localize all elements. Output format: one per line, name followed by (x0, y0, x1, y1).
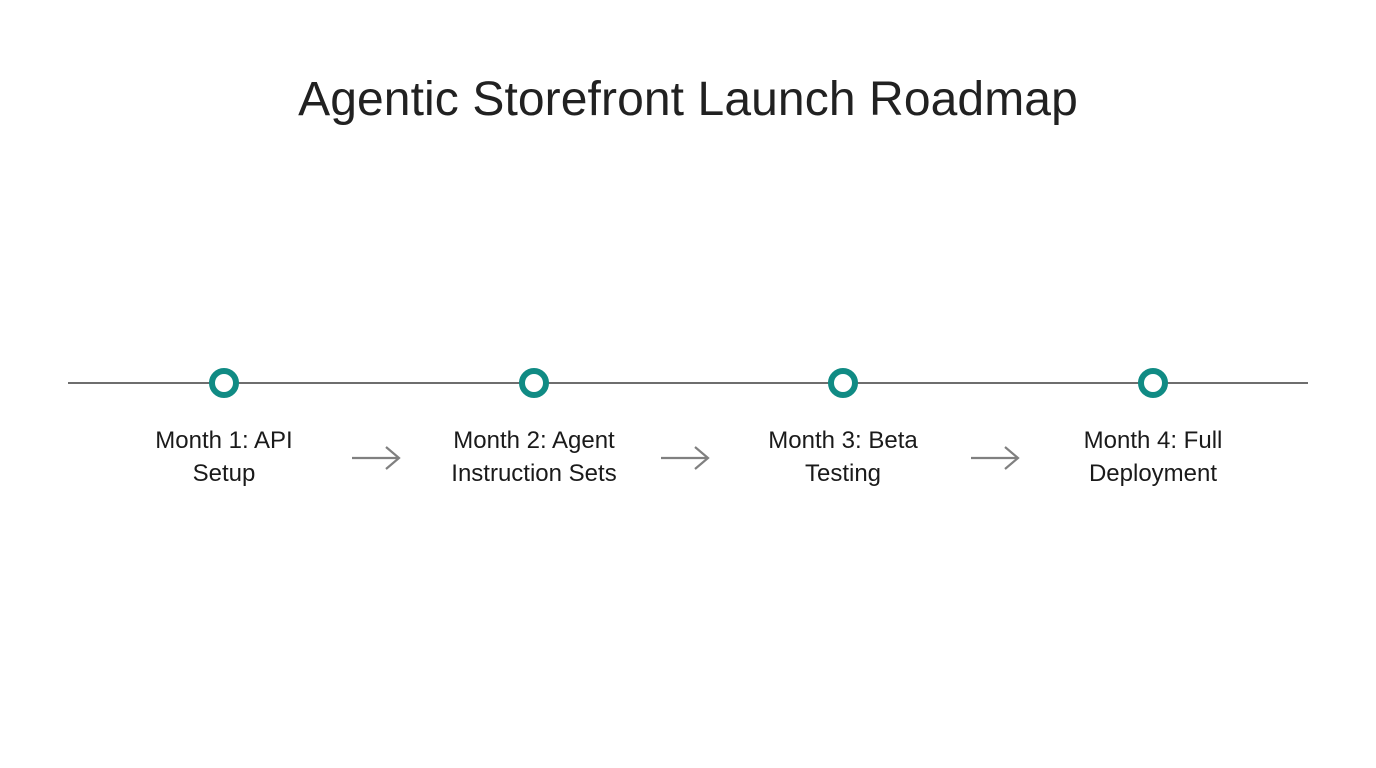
milestone-label-line-2: Setup (192, 460, 256, 487)
milestone-label-line-1: Month 2: Agent (453, 427, 615, 454)
milestone-ring-icon-month-2[interactable] (519, 368, 549, 398)
milestone-ring-icon-month-4[interactable] (1138, 368, 1168, 398)
arrow-right-icon-connector-2-3 (659, 441, 717, 475)
arrow-right-icon-connector-1-2 (350, 441, 408, 475)
milestone-ring-icon-month-3[interactable] (828, 368, 858, 398)
milestone-label-line-2: Instruction Sets (451, 460, 617, 487)
milestone-label-month-3: Month 3: Beta Testing (728, 424, 958, 490)
milestone-label-line-1: Month 4: Full (1083, 427, 1223, 454)
milestone-label-line-1: Month 1: API (155, 427, 293, 454)
milestone-label-month-1: Month 1: API Setup (109, 424, 339, 490)
milestone-label-line-2: Testing (804, 460, 882, 487)
page-title: Agentic Storefront Launch Roadmap (298, 73, 1078, 126)
milestone-label-line-1: Month 3: Beta (768, 427, 918, 454)
arrow-right-icon-connector-3-4 (969, 441, 1027, 475)
milestone-label-month-2: Month 2: Agent Instruction Sets (419, 424, 649, 490)
timeline-axis (68, 382, 1308, 384)
milestone-label-month-4: Month 4: Full Deployment (1038, 424, 1268, 490)
milestone-ring-icon-month-1[interactable] (209, 368, 239, 398)
milestone-label-line-2: Deployment (1088, 460, 1218, 487)
